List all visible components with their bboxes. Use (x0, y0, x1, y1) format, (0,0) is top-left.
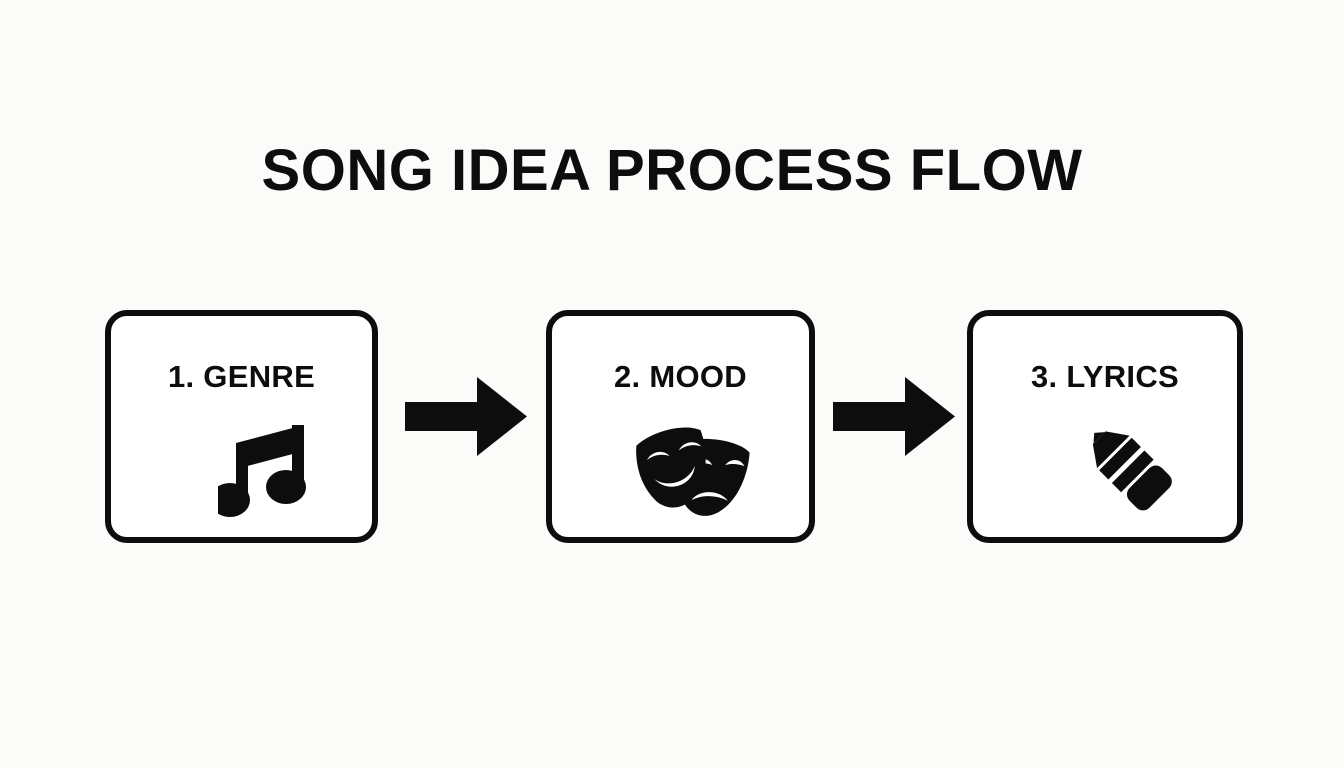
step-label-mood: 2. MOOD (613, 359, 747, 394)
process-step-mood[interactable]: 2. MOOD (546, 310, 815, 543)
arrow-right-icon (405, 377, 527, 456)
process-step-lyrics[interactable]: 3. LYRICS (967, 310, 1243, 543)
pencil-icon (973, 416, 1263, 526)
arrow-right-icon (833, 377, 955, 456)
process-step-genre[interactable]: 1. GENRE (105, 310, 378, 543)
page-title: SONG IDEA PROCESS FLOW (261, 138, 1083, 203)
theater-masks-icon (552, 416, 821, 526)
step-label-genre: 1. GENRE (167, 359, 316, 394)
music-note-icon (111, 416, 394, 526)
step-label-lyrics: 3. LYRICS (1031, 359, 1179, 394)
